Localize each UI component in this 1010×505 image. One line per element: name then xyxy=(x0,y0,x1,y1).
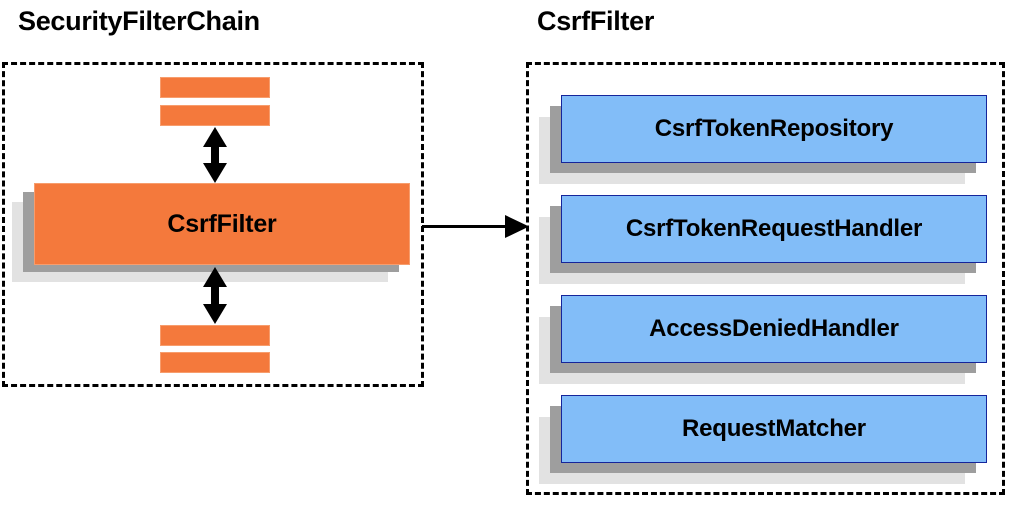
collaborator-label: RequestMatcher xyxy=(682,415,866,442)
collaborator-block[interactable]: CsrfTokenRequestHandler xyxy=(539,195,987,285)
bidirectional-arrow-down-icon xyxy=(202,266,228,325)
bidirectional-arrow-up-icon xyxy=(202,126,228,184)
filter-stub-top-2 xyxy=(160,105,270,126)
block-face: CsrfTokenRequestHandler xyxy=(561,195,987,263)
right-panel-title: CsrfFilter xyxy=(537,6,655,36)
collaborator-block[interactable]: RequestMatcher xyxy=(539,395,987,485)
left-panel-title: SecurityFilterChain xyxy=(18,6,260,36)
expansion-arrow-icon xyxy=(422,212,530,244)
collaborator-block[interactable]: CsrfTokenRepository xyxy=(539,95,987,185)
csrf-filter-label: CsrfFilter xyxy=(167,209,277,238)
block-face: AccessDeniedHandler xyxy=(561,295,987,363)
collaborator-block[interactable]: AccessDeniedHandler xyxy=(539,295,987,385)
csrf-filter-detail-panel xyxy=(526,62,1005,495)
collaborator-label: CsrfTokenRequestHandler xyxy=(625,215,923,242)
block-face: CsrfTokenRepository xyxy=(561,95,987,163)
collaborator-label: CsrfTokenRepository xyxy=(654,115,894,142)
csrf-filter-block[interactable]: CsrfFilter xyxy=(12,183,410,283)
filter-stub-top-1 xyxy=(160,77,270,98)
security-filter-chain-panel xyxy=(2,62,424,387)
filter-stub-bottom-2 xyxy=(160,352,270,373)
block-face: CsrfFilter xyxy=(34,183,410,265)
filter-stub-bottom-1 xyxy=(160,325,270,346)
collaborator-label: AccessDeniedHandler xyxy=(649,315,899,342)
block-face: RequestMatcher xyxy=(561,395,987,463)
